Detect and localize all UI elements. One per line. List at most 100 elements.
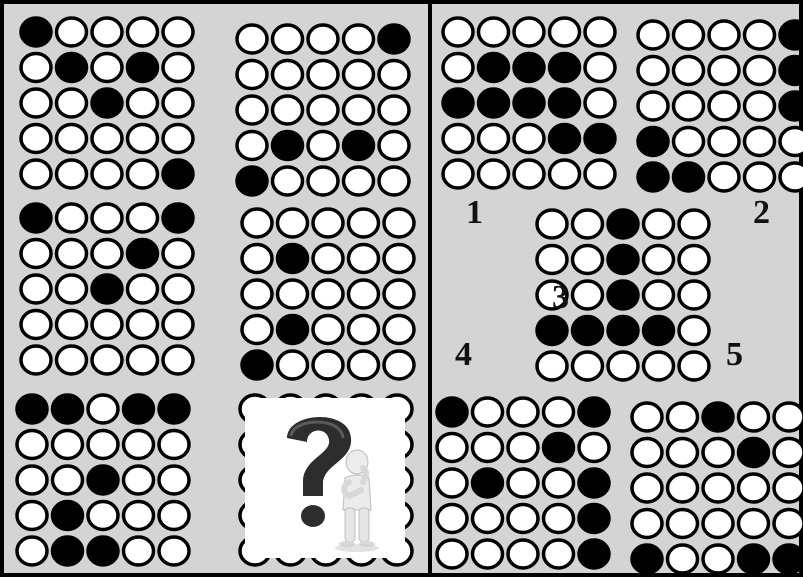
empty-dot bbox=[344, 167, 374, 195]
empty-dot bbox=[437, 540, 467, 568]
filled-dot bbox=[544, 434, 574, 462]
empty-dot bbox=[128, 89, 158, 117]
empty-dot bbox=[739, 403, 769, 431]
option-2-grid[interactable] bbox=[636, 18, 803, 188]
empty-dot bbox=[17, 466, 47, 494]
empty-dot bbox=[573, 246, 603, 274]
empty-dot bbox=[21, 160, 51, 188]
empty-dot bbox=[384, 245, 414, 273]
option-4-label: 4 bbox=[455, 338, 472, 372]
filled-dot bbox=[774, 545, 803, 573]
option-3-label: 3 bbox=[552, 281, 569, 315]
empty-dot bbox=[473, 505, 503, 533]
empty-dot bbox=[159, 537, 189, 565]
filled-dot bbox=[479, 89, 509, 117]
option-1-grid[interactable] bbox=[441, 15, 621, 185]
empty-dot bbox=[92, 240, 122, 268]
filled-dot bbox=[92, 89, 122, 117]
empty-dot bbox=[88, 395, 118, 423]
empty-dot bbox=[479, 18, 509, 46]
empty-dot bbox=[308, 96, 338, 124]
empty-dot bbox=[17, 431, 47, 459]
empty-dot bbox=[57, 204, 87, 232]
empty-dot bbox=[124, 537, 154, 565]
missing-cell bbox=[245, 398, 405, 558]
empty-dot bbox=[674, 57, 704, 85]
empty-dot bbox=[709, 21, 739, 49]
filled-dot bbox=[237, 167, 267, 195]
empty-dot bbox=[679, 281, 709, 309]
empty-dot bbox=[313, 209, 343, 237]
option-4-grid[interactable] bbox=[435, 395, 615, 565]
empty-dot bbox=[585, 54, 615, 82]
empty-dot bbox=[544, 469, 574, 497]
empty-dot bbox=[573, 210, 603, 238]
empty-dot bbox=[437, 505, 467, 533]
empty-dot bbox=[443, 18, 473, 46]
empty-dot bbox=[644, 352, 674, 380]
empty-dot bbox=[674, 21, 704, 49]
empty-dot bbox=[579, 434, 609, 462]
filled-dot bbox=[537, 317, 567, 345]
empty-dot bbox=[278, 209, 308, 237]
filled-dot bbox=[550, 54, 580, 82]
empty-dot bbox=[159, 431, 189, 459]
empty-dot bbox=[273, 167, 303, 195]
empty-dot bbox=[585, 18, 615, 46]
filled-dot bbox=[88, 537, 118, 565]
empty-dot bbox=[638, 92, 668, 120]
option-2-label: 2 bbox=[753, 196, 770, 230]
matrix-cell-1 bbox=[19, 15, 199, 185]
empty-dot bbox=[379, 132, 409, 160]
empty-dot bbox=[479, 160, 509, 188]
filled-dot bbox=[128, 240, 158, 268]
empty-dot bbox=[709, 128, 739, 156]
option-5-grid[interactable] bbox=[630, 400, 803, 570]
empty-dot bbox=[21, 311, 51, 339]
empty-dot bbox=[92, 346, 122, 374]
filled-dot bbox=[128, 54, 158, 82]
empty-dot bbox=[774, 510, 803, 538]
empty-dot bbox=[163, 275, 193, 303]
empty-dot bbox=[21, 240, 51, 268]
empty-dot bbox=[308, 25, 338, 53]
filled-dot bbox=[514, 54, 544, 82]
empty-dot bbox=[679, 352, 709, 380]
empty-dot bbox=[443, 54, 473, 82]
empty-dot bbox=[745, 21, 775, 49]
empty-dot bbox=[384, 316, 414, 344]
empty-dot bbox=[780, 128, 803, 156]
empty-dot bbox=[709, 57, 739, 85]
filled-dot bbox=[780, 92, 803, 120]
empty-dot bbox=[57, 18, 87, 46]
empty-dot bbox=[774, 403, 803, 431]
empty-dot bbox=[473, 398, 503, 426]
empty-dot bbox=[745, 57, 775, 85]
empty-dot bbox=[379, 61, 409, 89]
empty-dot bbox=[124, 431, 154, 459]
empty-dot bbox=[159, 502, 189, 530]
filled-dot bbox=[780, 21, 803, 49]
empty-dot bbox=[21, 54, 51, 82]
empty-dot bbox=[632, 474, 662, 502]
empty-dot bbox=[163, 346, 193, 374]
filled-dot bbox=[88, 466, 118, 494]
empty-dot bbox=[57, 346, 87, 374]
filled-dot bbox=[21, 18, 51, 46]
empty-dot bbox=[544, 505, 574, 533]
empty-dot bbox=[668, 545, 698, 573]
empty-dot bbox=[638, 57, 668, 85]
empty-dot bbox=[308, 167, 338, 195]
option-5-label: 5 bbox=[726, 338, 743, 372]
empty-dot bbox=[608, 352, 638, 380]
empty-dot bbox=[237, 96, 267, 124]
option-1-label: 1 bbox=[466, 196, 483, 230]
empty-dot bbox=[237, 61, 267, 89]
empty-dot bbox=[703, 510, 733, 538]
empty-dot bbox=[92, 204, 122, 232]
empty-dot bbox=[308, 132, 338, 160]
filled-dot bbox=[163, 160, 193, 188]
filled-dot bbox=[273, 132, 303, 160]
empty-dot bbox=[242, 245, 272, 273]
empty-dot bbox=[92, 125, 122, 153]
